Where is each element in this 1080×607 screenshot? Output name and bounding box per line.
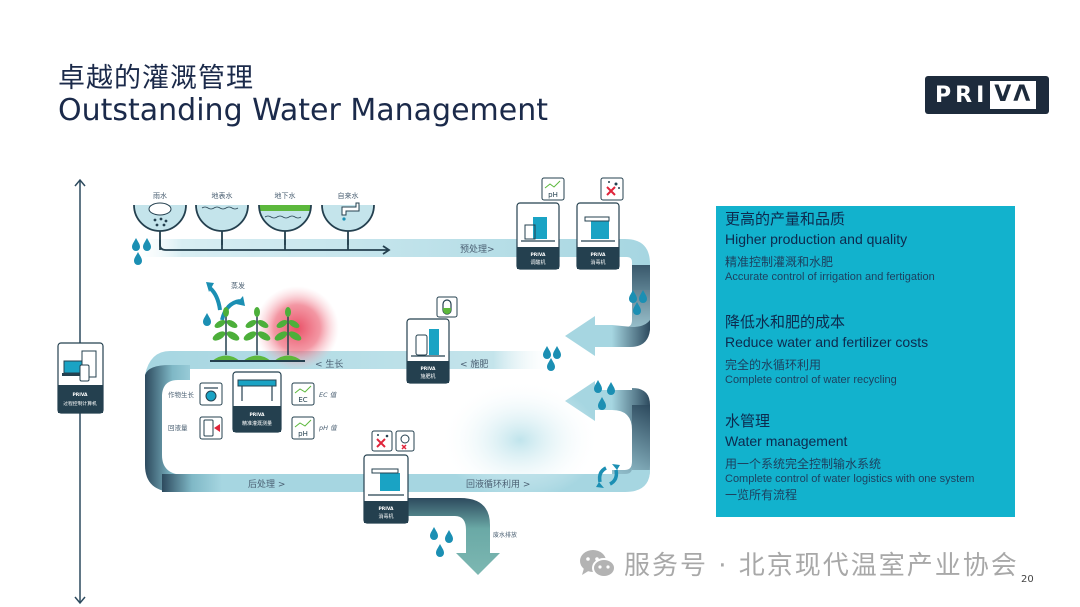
ph-badge-icon: pH [541, 177, 565, 201]
disinfect-badge-icon [600, 177, 624, 201]
sensor-ec: EC EC 值 [291, 382, 338, 406]
benefits-panel: 更高的产量和品质 Higher production and quality 精… [716, 206, 1015, 517]
machine-name: 施肥机 [420, 373, 435, 380]
plant-icon [243, 307, 271, 361]
rain-cloud-icon [148, 202, 172, 216]
arrow-left-upper [565, 316, 650, 356]
machine-brand: PRIVA [530, 252, 546, 258]
scale-icon [205, 390, 217, 402]
source-label: 地下水 [275, 191, 296, 200]
growth-label: < 生长 [315, 358, 343, 370]
pretreatment-label: 预处理> [460, 243, 495, 255]
source-tap: 自来水 [321, 191, 375, 245]
sun-icon [255, 286, 339, 370]
source-ground: 地下水 [258, 191, 312, 245]
machine-brand: PRIVA [590, 252, 606, 258]
benefit-title-cn: 更高的产量和品质 [725, 210, 846, 228]
pipe-right-lower [612, 405, 650, 488]
page-number: 20 [1021, 574, 1034, 585]
machine-brand: PRIVA [249, 412, 265, 418]
ec-value-label: EC 值 [319, 391, 338, 399]
benefit-desc-en: Complete control of water logistics with… [725, 473, 975, 485]
drain-volume-label: 回液量 [168, 423, 188, 432]
watermark: 服务号 · 北京现代温室产业协会 [578, 545, 1019, 582]
recycle-icon [596, 464, 620, 488]
crop-growth-label: 作物生长 [168, 390, 195, 399]
badge-text: pH [548, 191, 558, 199]
machine-process-computer[interactable]: PRIVA 过程控制计算机 [57, 342, 104, 414]
benefit-section-production: 更高的产量和品质 Higher production and quality 精… [725, 210, 935, 285]
ph-badge: pH [298, 430, 308, 438]
fertilizer-badge-icon [436, 296, 458, 318]
page-title-cn: 卓越的灌溉管理 [58, 63, 254, 94]
machine-brand: PRIVA [72, 392, 88, 398]
machine-irrigation-meter[interactable]: PRIVA 精准灌溉测量 [232, 371, 282, 433]
benefit-desc-cn: 精准控制灌溉和水肥 [725, 255, 834, 269]
sensor-drain-volume: 回液量 [168, 416, 223, 440]
machine-name: 精准灌溉测量 [242, 420, 272, 427]
mist-cloud [440, 380, 600, 500]
logo-text-left: PRI [935, 82, 989, 108]
drainage-label: 废水排放 [493, 531, 517, 539]
drainage-pipe [395, 498, 500, 575]
sensor-crop-growth: 作物生长 [168, 382, 223, 406]
tap-icon [341, 202, 360, 216]
plants [210, 307, 305, 362]
source-label: 自来水 [338, 191, 359, 200]
benefit-title-cn: 降低水和肥的成本 [725, 313, 846, 331]
machine-ph-adjuster[interactable]: PRIVA 调酸机 pH [516, 177, 565, 270]
page-title-en: Outstanding Water Management [58, 93, 548, 128]
benefit-title-en: Reduce water and fertilizer costs [725, 334, 929, 350]
disinfect-badge-icon [371, 430, 393, 452]
ph-value-label: pH 值 [318, 424, 338, 432]
machine-fertilizer[interactable]: PRIVA 施肥机 [406, 296, 458, 384]
evaporation-label: 蒸发 [231, 281, 245, 290]
source-rain: 雨水 [133, 191, 187, 245]
logo-text-right: VΛ [990, 81, 1037, 109]
source-label: 雨水 [153, 191, 167, 200]
wechat-icon [578, 548, 618, 580]
benefit-desc-en: Complete control of water recycling [725, 374, 897, 386]
machine-brand: PRIVA [420, 366, 436, 372]
benefit-desc-cn: 完全的水循环利用 [725, 358, 822, 372]
watermark-text: 服务号 · 北京现代温室产业协会 [624, 551, 1019, 581]
evaporation-icon: 蒸发 [206, 281, 245, 321]
recycle-label: 回液循环利用 > [466, 478, 530, 490]
machine-disinfector[interactable]: PRIVA 消毒机 [576, 177, 624, 270]
benefit-desc-en: Accurate control of irrigation and ferti… [725, 271, 935, 283]
post-treatment-label: 后处理 > [248, 478, 285, 490]
benefit-title-en: Higher production and quality [725, 231, 908, 247]
surface-water-icon [201, 206, 239, 210]
machine-brand: PRIVA [378, 506, 394, 512]
left-return-curve [145, 365, 200, 492]
drain-meter-icon [203, 419, 214, 437]
benefit-section-water: 水管理 Water management 用一个系统完全控制输水系统 Compl… [725, 412, 974, 503]
bacteria-badge-icon [395, 430, 415, 452]
benefit-section-costs: 降低水和肥的成本 Reduce water and fertilizer cos… [725, 313, 928, 388]
machine-name: 消毒机 [590, 259, 605, 266]
growth-pipe [145, 351, 555, 375]
groundwater-icon [259, 205, 311, 211]
machine-disinfector-bottom[interactable]: PRIVA 消毒机 [363, 430, 415, 524]
ec-badge: EC [298, 396, 307, 404]
pipe-down-right-top [612, 265, 650, 345]
plant-icon [274, 307, 302, 361]
source-surface: 地表水 [195, 191, 249, 245]
priva-logo: PRI VΛ [925, 76, 1049, 114]
machine-name: 调酸机 [530, 259, 545, 266]
plant-icon [212, 307, 240, 361]
machine-name: 消毒机 [378, 513, 393, 520]
benefit-title-cn: 水管理 [725, 412, 771, 430]
machine-name: 过程控制计算机 [63, 400, 97, 407]
benefit-desc-cn: 用一个系统完全控制输水系统 [725, 457, 882, 471]
fertigation-label: < 施肥 [460, 358, 488, 370]
source-label: 地表水 [212, 191, 233, 200]
water-sources: 雨水 地表水 地下水 自来水 [133, 191, 391, 255]
sensor-ph: pH pH 值 [291, 416, 338, 440]
benefit-desc-cn-2: 一览所有流程 [725, 488, 798, 502]
benefit-title-en: Water management [725, 433, 848, 449]
